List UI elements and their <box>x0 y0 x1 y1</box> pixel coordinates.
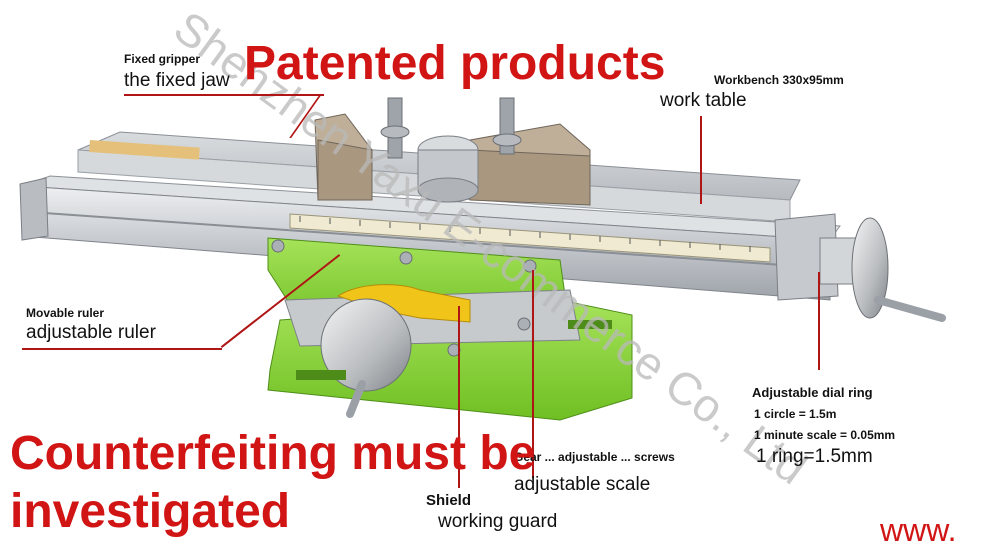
leader-shield <box>458 306 460 488</box>
workbench-title: Workbench 330x95mm <box>714 73 844 87</box>
work-table-subtitle: work table <box>660 90 747 111</box>
leader-work-table <box>700 116 702 204</box>
working-guard-subtitle: working guard <box>438 511 558 532</box>
counterfeiting-warning-line2: investigated <box>10 485 291 538</box>
dial-ring-subtitle: 1 ring=1.5mm <box>756 446 873 467</box>
counterfeiting-warning-line1: Counterfeiting must be <box>10 427 536 480</box>
dial-ring-line2: 1 minute scale = 0.05mm <box>754 428 896 442</box>
gear-screws-title: Gear ... adjustable ... screws <box>514 450 675 464</box>
patented-products-headline: Patented products <box>244 37 666 90</box>
leader-adjustable-scale <box>532 270 534 478</box>
leader-fixed-jaw <box>124 94 324 96</box>
fixed-jaw-subtitle: the fixed jaw <box>124 70 230 91</box>
dial-ring-title: Adjustable dial ring <box>752 385 873 400</box>
shield-title: Shield <box>426 492 472 509</box>
fixed-gripper-title: Fixed gripper <box>124 52 201 66</box>
adjustable-ruler-subtitle: adjustable ruler <box>26 322 156 343</box>
leader-adjustable-ruler <box>22 348 222 350</box>
corner-url-text: www. <box>880 512 957 548</box>
movable-ruler-title: Movable ruler <box>26 306 105 320</box>
adjustable-scale-subtitle: adjustable scale <box>514 474 651 495</box>
dial-ring-line1: 1 circle = 1.5m <box>754 407 837 421</box>
leader-dial-ring <box>818 272 820 370</box>
